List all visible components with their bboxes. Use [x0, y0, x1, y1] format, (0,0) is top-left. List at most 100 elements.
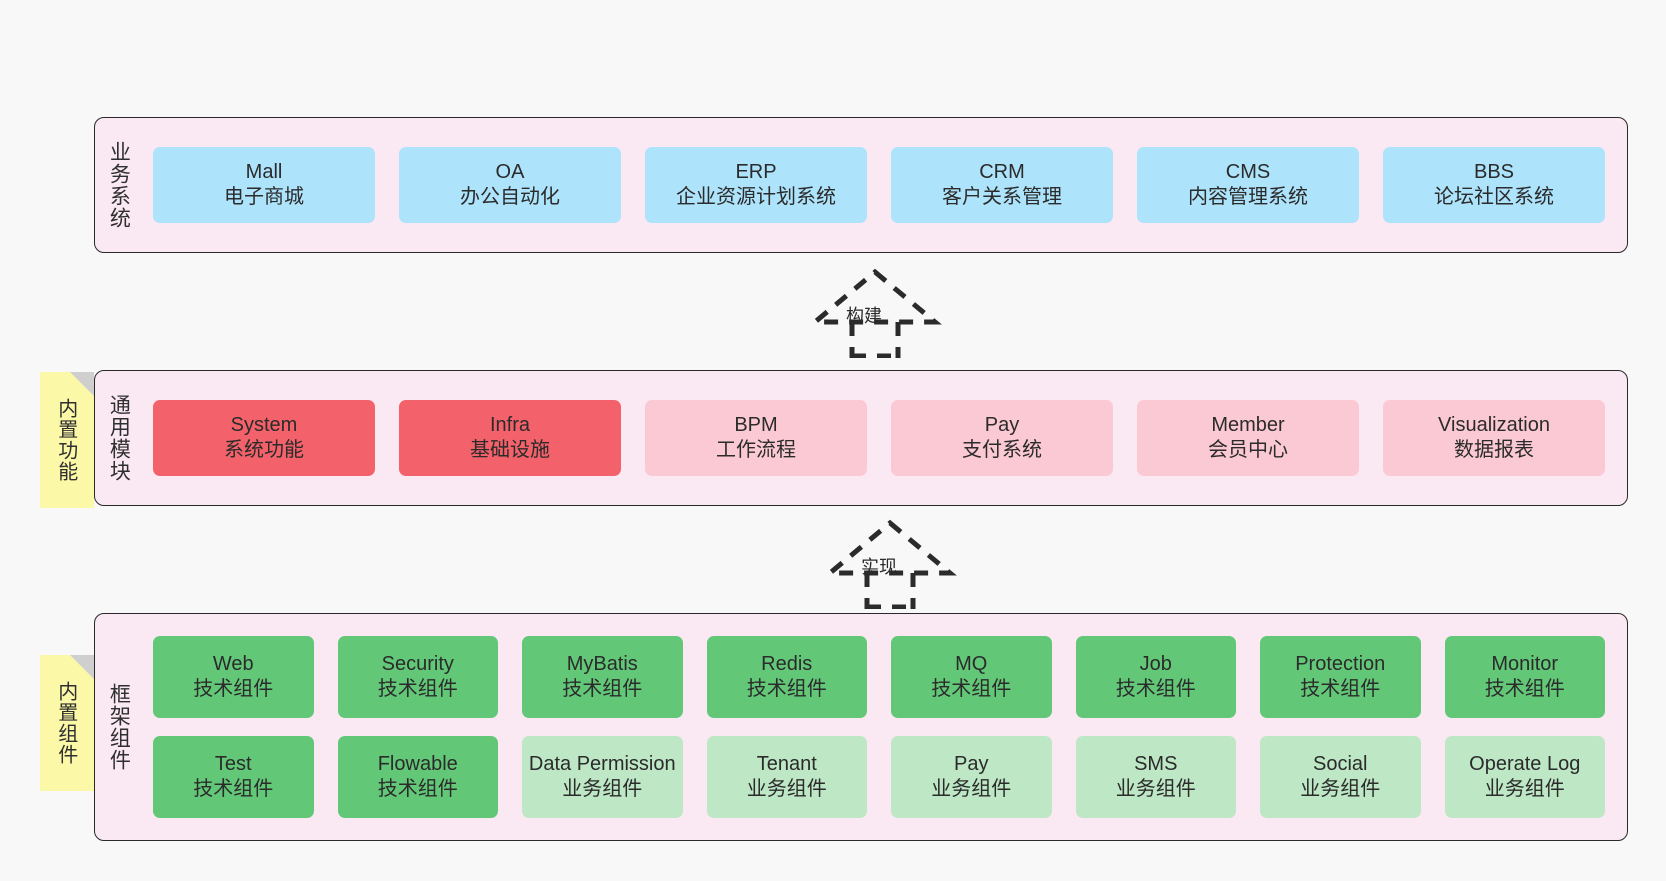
card-social[interactable]: Social 业务组件 — [1260, 736, 1421, 818]
card-subtitle: 技术组件 — [377, 778, 458, 800]
card-subtitle: 内容管理系统 — [1188, 186, 1308, 208]
card-erp[interactable]: ERP 企业资源计划系统 — [645, 147, 867, 223]
note-fold-corner-icon — [70, 372, 94, 396]
card-subtitle: 技术组件 — [1115, 678, 1196, 700]
card-row: Test 技术组件 Flowable 技术组件 Data Permission … — [141, 736, 1617, 818]
card-subtitle: 系统功能 — [224, 439, 304, 461]
card-subtitle: 业务组件 — [1115, 778, 1196, 800]
card-bpm[interactable]: BPM 工作流程 — [645, 400, 867, 476]
layer-framework-components: 框架组件 Web 技术组件 Security 技术组件 MyBatis 技术组件… — [94, 613, 1628, 841]
card-title: OA — [495, 161, 525, 183]
layer-body-common-modules: System 系统功能 Infra 基础设施 BPM 工作流程 Pay 支付系统… — [141, 371, 1627, 505]
card-test[interactable]: Test 技术组件 — [153, 736, 314, 818]
card-row: Web 技术组件 Security 技术组件 MyBatis 技术组件 Redi… — [141, 636, 1617, 718]
card-pay-business[interactable]: Pay 业务组件 — [891, 736, 1052, 818]
card-mq[interactable]: MQ 技术组件 — [891, 636, 1052, 718]
card-subtitle: 技术组件 — [562, 678, 643, 700]
sticky-note-builtin-features: 内置功能 — [40, 372, 94, 508]
card-subtitle: 基础设施 — [470, 439, 550, 461]
note-fold-corner-icon — [70, 655, 94, 679]
card-redis[interactable]: Redis 技术组件 — [706, 636, 867, 718]
card-row: System 系统功能 Infra 基础设施 BPM 工作流程 Pay 支付系统… — [141, 400, 1617, 476]
card-member[interactable]: Member 会员中心 — [1137, 400, 1359, 476]
card-mall[interactable]: Mall 电子商城 — [153, 147, 375, 223]
card-title: Visualization — [1438, 414, 1550, 436]
card-title: SMS — [1134, 753, 1178, 775]
card-title: CMS — [1225, 161, 1271, 183]
card-title: Test — [214, 753, 252, 775]
card-subtitle: 业务组件 — [1484, 778, 1565, 800]
sticky-note-builtin-components: 内置组件 — [40, 655, 94, 791]
generalization-triangle-icon — [808, 268, 942, 325]
card-subtitle: 会员中心 — [1208, 439, 1288, 461]
card-subtitle: 技术组件 — [377, 678, 458, 700]
layer-common-modules: 通用模块 System 系统功能 Infra 基础设施 BPM 工作流程 Pay… — [94, 370, 1628, 506]
layer-title-framework-components: 框架组件 — [107, 683, 131, 771]
card-title: Pay — [954, 753, 989, 775]
connector-stem-icon — [849, 322, 901, 358]
card-web[interactable]: Web 技术组件 — [153, 636, 314, 718]
card-oa[interactable]: OA 办公自动化 — [399, 147, 621, 223]
card-crm[interactable]: CRM 客户关系管理 — [891, 147, 1113, 223]
generalization-triangle-icon — [823, 519, 957, 576]
connector-stem-icon — [864, 573, 916, 609]
card-subtitle: 技术组件 — [746, 678, 827, 700]
card-title: Operate Log — [1469, 753, 1581, 775]
layer-title-business-systems: 业务系统 — [107, 141, 131, 229]
sticky-note-label: 内置功能 — [54, 398, 77, 482]
card-data-permission[interactable]: Data Permission 业务组件 — [522, 736, 683, 818]
card-subtitle: 论坛社区系统 — [1434, 186, 1554, 208]
card-subtitle: 支付系统 — [962, 439, 1042, 461]
card-subtitle: 电子商城 — [224, 186, 304, 208]
card-subtitle: 业务组件 — [1300, 778, 1381, 800]
card-subtitle: 技术组件 — [1484, 678, 1565, 700]
card-protection[interactable]: Protection 技术组件 — [1260, 636, 1421, 718]
card-subtitle: 数据报表 — [1454, 439, 1534, 461]
card-title: BBS — [1473, 161, 1515, 183]
card-job[interactable]: Job 技术组件 — [1075, 636, 1236, 718]
card-sms[interactable]: SMS 业务组件 — [1075, 736, 1236, 818]
card-monitor[interactable]: Monitor 技术组件 — [1444, 636, 1605, 718]
card-subtitle: 工作流程 — [716, 439, 796, 461]
card-title: MQ — [955, 653, 988, 675]
card-row: Mall 电子商城 OA 办公自动化 ERP 企业资源计划系统 CRM 客户关系… — [141, 147, 1617, 223]
connector-build: 构建 — [800, 266, 950, 358]
connector-build-arrow — [808, 268, 942, 358]
card-subtitle: 业务组件 — [746, 778, 827, 800]
card-system[interactable]: System 系统功能 — [153, 400, 375, 476]
connector-label-build: 构建 — [846, 306, 882, 326]
card-title: Monitor — [1491, 653, 1559, 675]
card-cms[interactable]: CMS 内容管理系统 — [1137, 147, 1359, 223]
card-title: Redis — [761, 653, 813, 675]
card-title: Mall — [245, 161, 283, 183]
card-subtitle: 办公自动化 — [460, 186, 560, 208]
card-mybatis[interactable]: MyBatis 技术组件 — [522, 636, 683, 718]
card-tenant[interactable]: Tenant 业务组件 — [706, 736, 867, 818]
card-pay[interactable]: Pay 支付系统 — [891, 400, 1113, 476]
connector-implement-arrow — [823, 519, 957, 609]
card-subtitle: 技术组件 — [193, 778, 274, 800]
layer-body-business-systems: Mall 电子商城 OA 办公自动化 ERP 企业资源计划系统 CRM 客户关系… — [141, 118, 1627, 252]
card-title: Web — [212, 653, 254, 675]
card-security[interactable]: Security 技术组件 — [337, 636, 498, 718]
card-infra[interactable]: Infra 基础设施 — [399, 400, 621, 476]
card-visualization[interactable]: Visualization 数据报表 — [1383, 400, 1605, 476]
card-subtitle: 技术组件 — [1300, 678, 1381, 700]
connector-implement: 实现 — [815, 517, 965, 609]
sticky-note-label: 内置组件 — [54, 681, 77, 765]
card-bbs[interactable]: BBS 论坛社区系统 — [1383, 147, 1605, 223]
card-subtitle: 技术组件 — [931, 678, 1012, 700]
card-subtitle: 技术组件 — [193, 678, 274, 700]
card-subtitle: 企业资源计划系统 — [676, 186, 836, 208]
card-operate-log[interactable]: Operate Log 业务组件 — [1444, 736, 1605, 818]
card-title: MyBatis — [566, 653, 638, 675]
layer-business-systems: 业务系统 Mall 电子商城 OA 办公自动化 ERP 企业资源计划系统 CRM… — [94, 117, 1628, 253]
card-subtitle: 业务组件 — [562, 778, 643, 800]
layer-body-framework-components: Web 技术组件 Security 技术组件 MyBatis 技术组件 Redi… — [141, 614, 1627, 840]
card-title: Data Permission — [528, 753, 676, 775]
card-title: Security — [381, 653, 454, 675]
card-title: Social — [1313, 753, 1368, 775]
card-title: Protection — [1295, 653, 1386, 675]
card-title: Job — [1139, 653, 1172, 675]
card-flowable[interactable]: Flowable 技术组件 — [337, 736, 498, 818]
